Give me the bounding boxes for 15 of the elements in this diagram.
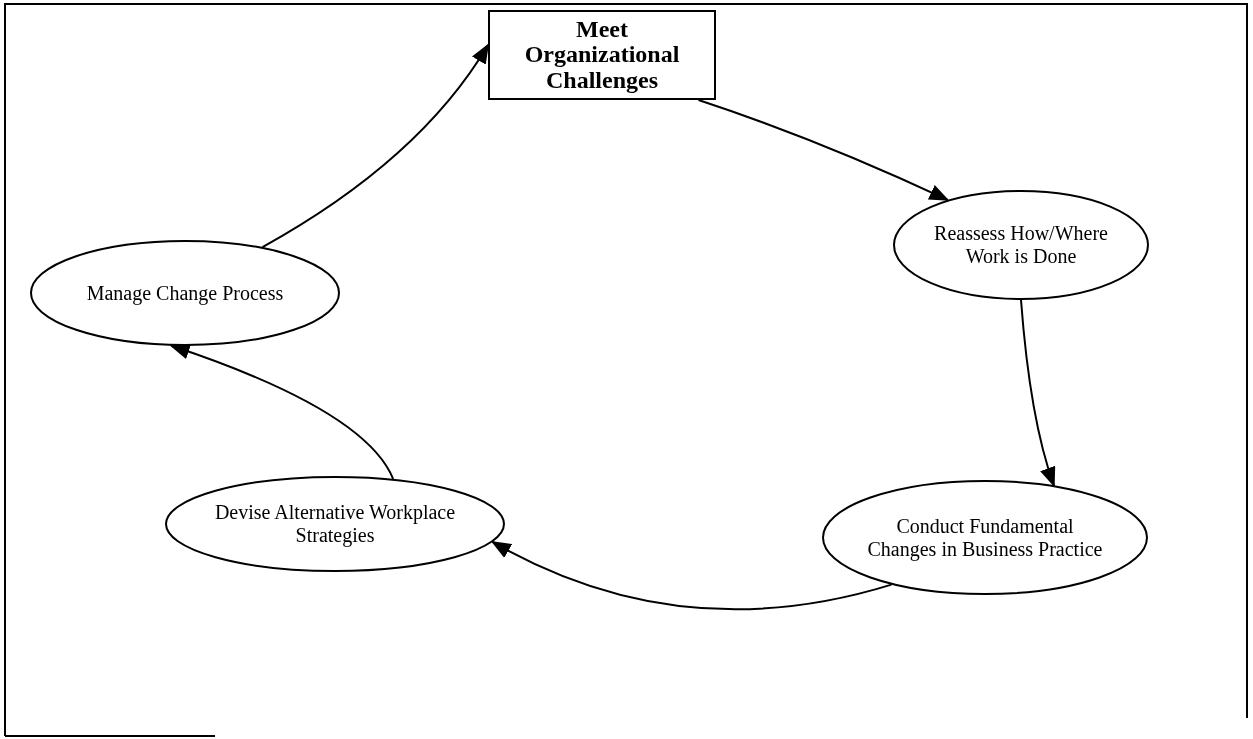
- process-box: [488, 10, 716, 100]
- arrow: [1020, 299, 1056, 488]
- arrow: [169, 344, 395, 480]
- node-label: Meet Organizational Challenges: [523, 17, 681, 93]
- arrow: [261, 43, 490, 249]
- arrow: [697, 99, 950, 201]
- process-ellipse: [165, 476, 505, 572]
- node-label: Reassess How/Where Work is Done: [933, 222, 1109, 268]
- process-ellipse: [893, 190, 1149, 300]
- process-ellipse: [30, 240, 340, 346]
- process-ellipse: [822, 480, 1148, 595]
- node-label: Devise Alternative Workplace Strategies: [213, 501, 457, 547]
- node-label: Conduct Fundamental Changes in Business Practice: [866, 514, 1104, 561]
- arrow: [490, 541, 893, 610]
- node-label: Manage Change Process: [85, 281, 285, 305]
